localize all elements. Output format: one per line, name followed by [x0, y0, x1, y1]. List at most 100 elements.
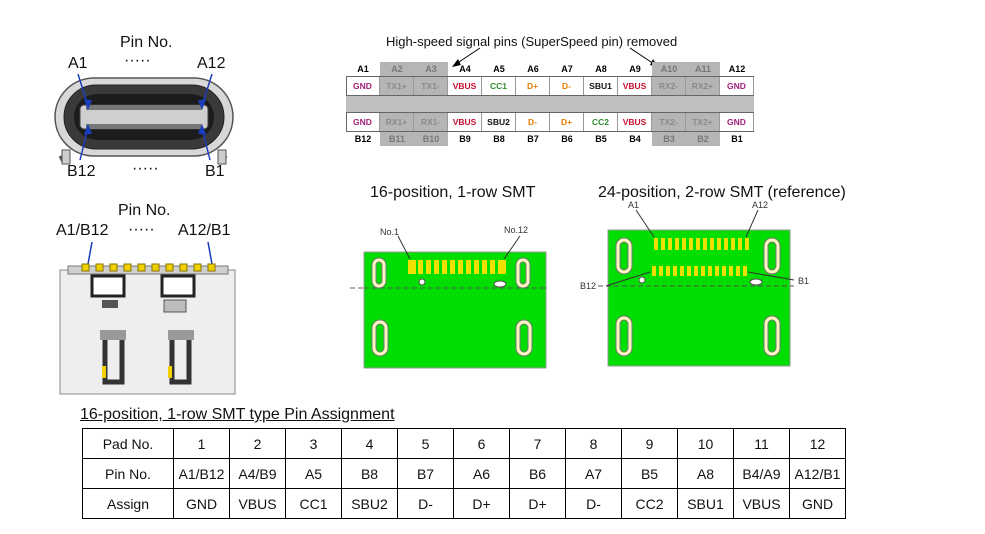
- pin-label-bottom: B2: [697, 134, 709, 144]
- connector-top-pin-no-label: Pin No.: [120, 34, 173, 51]
- pin-signal-bottom: GND: [346, 113, 380, 131]
- pin-label-bottom: B8: [493, 134, 505, 144]
- footprint-24-b12-label: B12: [580, 281, 597, 291]
- pin-signal-top: VBUS: [618, 77, 652, 95]
- pin-signal-bottom: VBUS: [618, 113, 652, 131]
- footprint-16-no1-label: No.1: [380, 227, 400, 237]
- table-cell: B8: [341, 458, 398, 489]
- pin-label-top: A8: [595, 64, 607, 74]
- table-cell: GND: [789, 488, 846, 519]
- pin-signal-top: TX1+: [380, 77, 414, 95]
- pin-signal-bottom: RX1+: [380, 113, 414, 131]
- table-cell: CC1: [285, 488, 342, 519]
- footprint-16-no12-label: No.12: [504, 225, 529, 235]
- connector-top-dots: ·····: [124, 52, 151, 69]
- pin-signal-bottom: TX2+: [686, 113, 720, 131]
- table-cell: GND: [173, 488, 230, 519]
- table-cell: B4/A9: [733, 458, 790, 489]
- footprint-24-b1-label: B1: [798, 276, 810, 286]
- connector-top-a12-label: A12: [197, 55, 226, 72]
- pin-signal-top: SBU1: [584, 77, 618, 95]
- table-cell: A12/B1: [789, 458, 846, 489]
- table-cell: 9: [621, 428, 678, 459]
- pin-signal-bottom: VBUS: [448, 113, 482, 131]
- pin-diagram-title: High-speed signal pins (SuperSpeed pin) …: [386, 34, 678, 49]
- pin-signal-bottom: GND: [720, 113, 754, 131]
- table-cell: D+: [509, 488, 566, 519]
- table-cell: VBUS: [229, 488, 286, 519]
- pin-label-bottom: B5: [595, 134, 607, 144]
- pin-signal-top: TX1-: [414, 77, 448, 95]
- table-cell: 7: [509, 428, 566, 459]
- table-cell: 6: [453, 428, 510, 459]
- pin-signal-top: RX2+: [686, 77, 720, 95]
- table-cell: D+: [453, 488, 510, 519]
- pin-label-top: A2: [391, 64, 403, 74]
- table-cell: 11: [733, 428, 790, 459]
- table-cell: 10: [677, 428, 734, 459]
- connector-side-view: [59, 241, 236, 395]
- pin-label-top: A12: [728, 64, 746, 74]
- table-cell: B6: [509, 458, 566, 489]
- table-cell: D-: [565, 488, 622, 519]
- pin-label-top: A6: [527, 64, 539, 74]
- footprint-24-a12-label: A12: [752, 200, 769, 210]
- footprint-24: [598, 210, 794, 367]
- table-cell: A5: [285, 458, 342, 489]
- pin-signal-bottom: CC2: [584, 113, 618, 131]
- table-title: 16-position, 1-row SMT type Pin Assignme…: [80, 406, 395, 423]
- pin-signal-bottom: D-: [516, 113, 550, 131]
- table-cell: A6: [453, 458, 510, 489]
- connector-side-left-label: A1/B12: [56, 222, 109, 239]
- pin-label-bottom: B4: [629, 134, 641, 144]
- table-row-header: Pin No.: [82, 458, 174, 489]
- pin-label-top: A5: [493, 64, 505, 74]
- connector-side-right-label: A12/B1: [178, 222, 231, 239]
- pin-label-bottom: B6: [561, 134, 573, 144]
- table-row-header: Assign: [82, 488, 174, 519]
- table-row-header: Pad No.: [82, 428, 174, 459]
- pin-label-top: A3: [425, 64, 437, 74]
- footprint-24-title: 24-position, 2-row SMT (reference): [598, 184, 846, 201]
- table-cell: SBU2: [341, 488, 398, 519]
- table-cell: D-: [397, 488, 454, 519]
- pin-label-bottom: B1: [731, 134, 743, 144]
- pin-signal-bottom: D+: [550, 113, 584, 131]
- pin-label-bottom: B9: [459, 134, 471, 144]
- pin-signal-bottom: RX1-: [414, 113, 448, 131]
- connector-top-dots-bottom: ·····: [132, 160, 159, 177]
- connector-top-a1-label: A1: [68, 55, 88, 72]
- pin-signal-top: CC1: [482, 77, 516, 95]
- connector-top-b12-label: B12: [67, 163, 96, 180]
- table-cell: A1/B12: [173, 458, 230, 489]
- pin-label-top: A7: [561, 64, 573, 74]
- pin-signal-top: D-: [550, 77, 584, 95]
- table-cell: 1: [173, 428, 230, 459]
- table-cell: 2: [229, 428, 286, 459]
- pin-signal-top: RX2-: [652, 77, 686, 95]
- table-cell: A8: [677, 458, 734, 489]
- table-cell: B7: [397, 458, 454, 489]
- pin-label-top: A10: [660, 64, 678, 74]
- table-cell: 12: [789, 428, 846, 459]
- table-cell: A4/B9: [229, 458, 286, 489]
- footprint-16-title: 16-position, 1-row SMT: [370, 184, 536, 201]
- pin-label-bottom: B10: [422, 134, 440, 144]
- pin-label-bottom: B3: [663, 134, 675, 144]
- pin-label-top: A9: [629, 64, 641, 74]
- connector-top-b1-label: B1: [205, 163, 225, 180]
- table-cell: SBU1: [677, 488, 734, 519]
- table-cell: A7: [565, 458, 622, 489]
- table-cell: 8: [565, 428, 622, 459]
- pin-label-bottom: B11: [388, 134, 405, 144]
- pin-signal-bottom: TX2-: [652, 113, 686, 131]
- pin-label-top: A1: [357, 64, 369, 74]
- pin-label-bottom: B7: [527, 134, 539, 144]
- pin-signal-top: GND: [720, 77, 754, 95]
- pin-signal-top: D+: [516, 77, 550, 95]
- pin-signal-bottom: SBU2: [482, 113, 516, 131]
- table-cell: 3: [285, 428, 342, 459]
